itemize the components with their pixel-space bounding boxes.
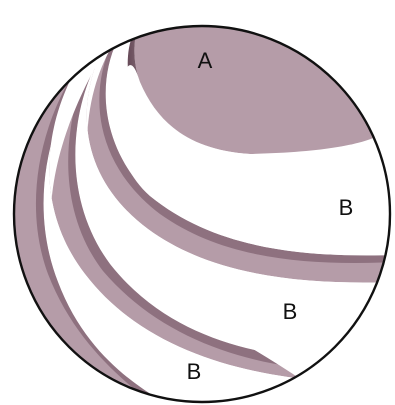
region-label-b-top: B <box>339 195 354 220</box>
region-label-b-middle: B <box>283 299 298 324</box>
region-label-a: A <box>198 48 213 73</box>
region-label-b-bottom: B <box>187 359 202 384</box>
